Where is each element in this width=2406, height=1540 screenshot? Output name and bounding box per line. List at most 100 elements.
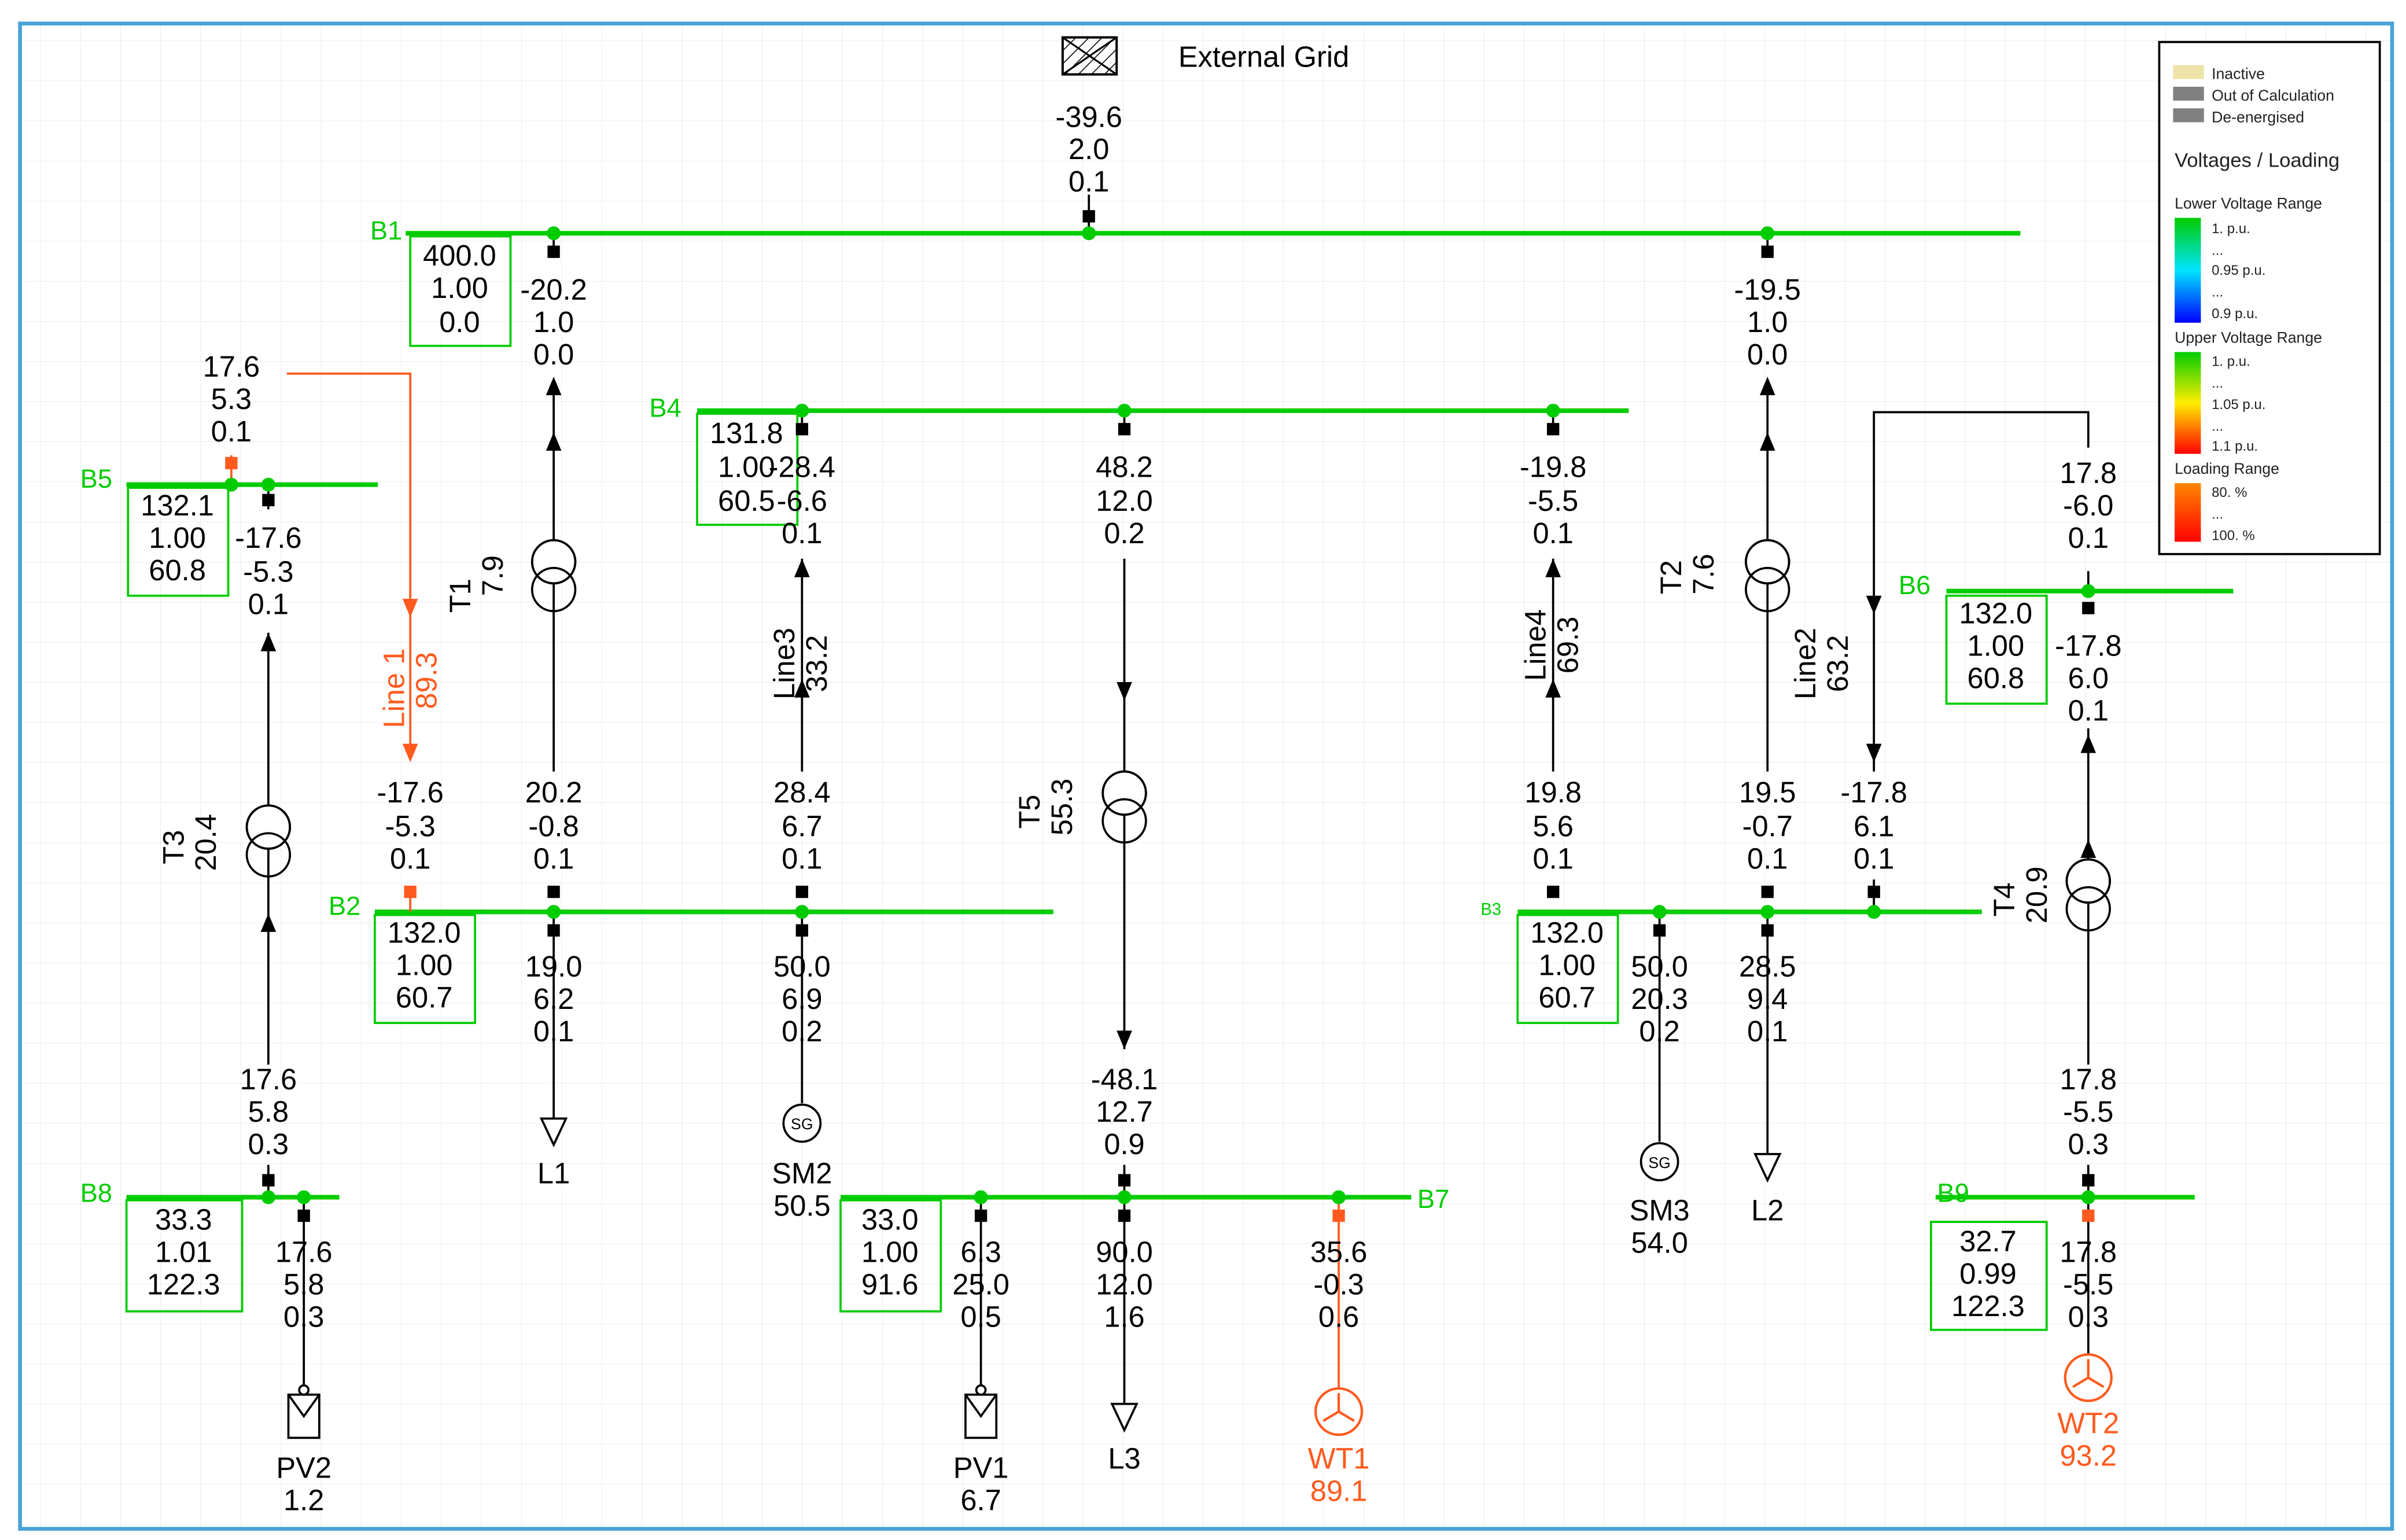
breaker-t1-lv[interactable] xyxy=(547,885,560,898)
line4-name: Line4 xyxy=(1519,609,1552,681)
breaker-line4-b4[interactable] xyxy=(1547,423,1560,436)
legend-lower-label-1: ... xyxy=(2212,243,2223,259)
legend-upper-label-0: 1. p.u. xyxy=(2212,354,2250,370)
legend-out-of-calc-label: Out of Calculation xyxy=(2212,87,2334,104)
line4-flow-arrow xyxy=(1545,558,1561,577)
legend-loading-title: Loading Range xyxy=(2175,460,2279,477)
line4-from-q: -5.5 xyxy=(1528,484,1578,517)
line2-to-p: -17.8 xyxy=(1841,776,1907,809)
load-l2-icon[interactable] xyxy=(1753,1152,1782,1183)
line1-to-p: -17.6 xyxy=(377,776,443,809)
bus-b8-result-box xyxy=(125,1199,244,1313)
breaker-line3-b4[interactable] xyxy=(795,423,808,436)
line3-flow-arrow xyxy=(794,558,810,577)
pv2-p: 17.6 xyxy=(275,1235,333,1268)
breaker-pv1[interactable] xyxy=(974,1209,988,1222)
node-b3-line2 xyxy=(1867,905,1881,919)
t1-loading: 7.9 xyxy=(476,555,509,596)
load-l3-icon[interactable] xyxy=(1110,1402,1138,1433)
breaker-sm3[interactable] xyxy=(1653,924,1666,937)
t4-loading: 20.9 xyxy=(2020,867,2053,924)
bus-b7-result-box xyxy=(839,1199,942,1313)
legend-loading-label-2: 100. % xyxy=(2212,528,2255,544)
legend-upper-label-1: ... xyxy=(2212,375,2223,391)
breaker-sm2[interactable] xyxy=(795,924,808,937)
sm3-i: 0.2 xyxy=(1639,1015,1679,1048)
transformer-t4-icon[interactable] xyxy=(2065,858,2111,932)
breaker-t5-hv[interactable] xyxy=(1118,423,1131,436)
wt2-loading: 93.2 xyxy=(2060,1439,2117,1472)
external-grid-icon[interactable] xyxy=(1061,36,1118,76)
breaker-l1[interactable] xyxy=(547,924,560,937)
legend-lower-gradient xyxy=(2175,218,2201,323)
breaker-wt2[interactable] xyxy=(2082,1209,2095,1222)
breaker-line1-b5[interactable] xyxy=(225,456,238,470)
breaker-t2-hv[interactable] xyxy=(1761,245,1774,258)
line3-flow-arrow-2 xyxy=(794,679,810,698)
line4-flow-arrow-2 xyxy=(1545,679,1561,698)
breaker-line2-b3[interactable] xyxy=(1867,885,1880,898)
breaker-t3-lv[interactable] xyxy=(262,1174,275,1187)
breaker-l2[interactable] xyxy=(1761,924,1774,937)
breaker-l3[interactable] xyxy=(1118,1209,1131,1222)
transformer-t3-icon[interactable] xyxy=(245,804,292,878)
t1-hv-q: 1.0 xyxy=(533,305,574,338)
load-l1-icon[interactable] xyxy=(539,1117,568,1148)
breaker-t2-lv[interactable] xyxy=(1761,885,1774,898)
t2-hv-i: 0.0 xyxy=(1747,338,1788,371)
node-b7-pv1 xyxy=(974,1190,988,1204)
legend-upper-label-4: 1.1 p.u. xyxy=(2212,439,2258,454)
legend-lower-label-3: ... xyxy=(2212,285,2223,300)
pv2-loading: 1.2 xyxy=(283,1484,324,1517)
line2-from-i: 0.1 xyxy=(2068,694,2109,727)
l2-i: 0.1 xyxy=(1747,1015,1788,1048)
bus-b8-voltage-kv: 33.3 xyxy=(155,1203,212,1236)
l3-i: 1.6 xyxy=(1104,1300,1144,1333)
breaker-pv2[interactable] xyxy=(297,1209,310,1222)
breaker-wt1[interactable] xyxy=(1332,1209,1345,1222)
t1-flow-arrow-2 xyxy=(546,432,562,451)
bus-b3-label: B3 xyxy=(1480,900,1501,919)
legend-inactive-swatch xyxy=(2173,65,2204,79)
generator-sm3-icon[interactable]: SG xyxy=(1639,1142,1679,1182)
wt1-p: 35.6 xyxy=(1310,1235,1368,1268)
t5-hv-i: 0.2 xyxy=(1104,517,1144,550)
bus-b4-voltage-kv: 131.8 xyxy=(710,417,783,450)
pv-pv1-icon[interactable] xyxy=(964,1384,998,1439)
breaker-line1-b2[interactable] xyxy=(404,885,417,898)
bus-b5-voltage-pu: 1.00 xyxy=(149,521,206,554)
sm2-p: 50.0 xyxy=(773,950,831,983)
breaker-t1-hv[interactable] xyxy=(547,245,560,258)
breaker-t5-lv[interactable] xyxy=(1118,1174,1131,1187)
legend-lower-label-0: 1. p.u. xyxy=(2212,221,2250,237)
line3-from-p: -28.4 xyxy=(769,450,835,483)
breaker-t3-hv[interactable] xyxy=(262,493,275,507)
transformer-t1-icon[interactable] xyxy=(530,539,577,613)
legend: Inactive Out of Calculation De-energised… xyxy=(2158,40,2381,555)
line1-connection xyxy=(286,372,412,757)
breaker-t4-hv[interactable] xyxy=(2082,602,2095,614)
breaker-line3-b2[interactable] xyxy=(795,885,808,898)
line4-from-p: -19.8 xyxy=(1520,450,1586,483)
line2-name: Line2 xyxy=(1789,628,1822,699)
breaker-line4-b3[interactable] xyxy=(1547,885,1560,898)
bus-b4-result-box xyxy=(696,412,799,526)
generator-sm2-icon[interactable]: SG xyxy=(782,1103,822,1143)
wind-turbine-wt2-icon[interactable] xyxy=(2064,1353,2113,1402)
t1-lv-i: 0.1 xyxy=(533,842,574,875)
transformer-t2-icon[interactable] xyxy=(1745,539,1790,613)
l1-q: 6.2 xyxy=(533,982,574,1015)
sm2-loading: 50.5 xyxy=(773,1189,831,1222)
t5-name: T5 xyxy=(1013,794,1046,828)
line2-flow-arrow xyxy=(1866,595,1882,614)
breaker-extgrid[interactable] xyxy=(1082,210,1095,223)
bus-b2-voltage-kv: 132.0 xyxy=(388,916,461,949)
pv-pv2-icon[interactable] xyxy=(287,1384,320,1439)
t1-flow-arrow xyxy=(546,377,562,396)
node-b1-t1 xyxy=(547,226,561,241)
t5-lv-i: 0.9 xyxy=(1104,1128,1144,1160)
t3-lv-q: 5.8 xyxy=(248,1095,289,1128)
breaker-t4-lv[interactable] xyxy=(2082,1174,2095,1187)
transformer-t5-icon[interactable] xyxy=(1101,770,1147,844)
wind-turbine-wt1-icon[interactable] xyxy=(1314,1387,1364,1436)
